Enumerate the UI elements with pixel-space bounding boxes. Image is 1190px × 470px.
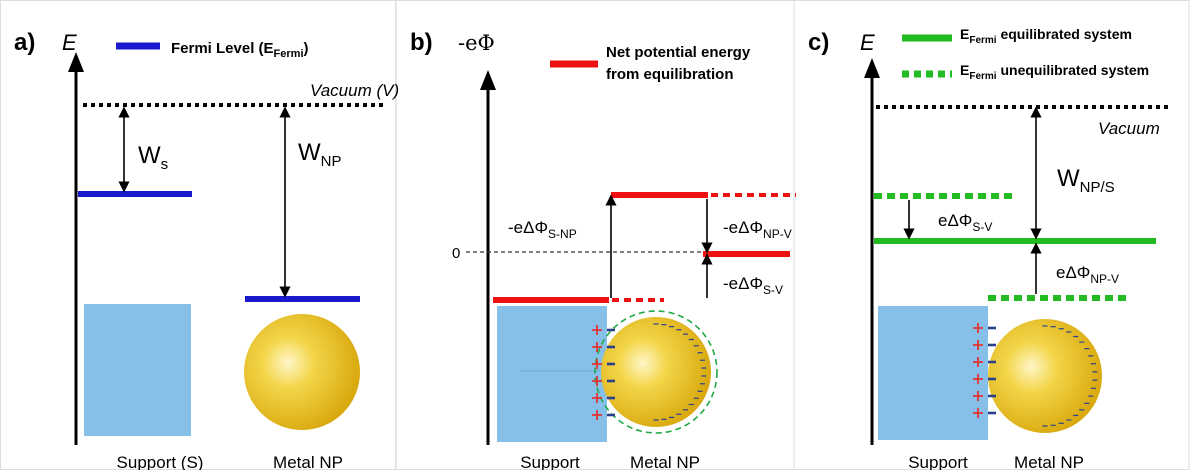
panel-a-axis-arrowhead: [68, 52, 84, 72]
panel-b-axis-label: -eΦ: [458, 31, 495, 55]
panel-c-support-label: Support: [908, 453, 968, 470]
plus-charge: [973, 357, 983, 367]
panel-b-letter: b): [410, 29, 433, 56]
panel-c-wnps-label: WNP/S: [1057, 165, 1115, 196]
panel-b-legend-line2: from equilibration: [606, 66, 734, 83]
panel-b-support-label: Support: [520, 453, 580, 470]
panel-c-sv-label: eΔΦS-V: [938, 211, 992, 234]
plus-charge: [592, 325, 602, 335]
plus-charge: [592, 410, 602, 420]
panel-b-interface-charges: [592, 323, 707, 421]
panel-a-letter: a): [14, 29, 35, 56]
panel-c-metal-label: Metal NP: [1014, 453, 1084, 470]
panel-a-axis-label: E: [62, 30, 77, 55]
panel-b-axis-arrowhead: [480, 70, 496, 90]
panel-c-axis-label: E: [860, 30, 875, 55]
panel-c-letter: c): [808, 29, 829, 56]
panel-c: c) E EFermi equilibrated system EFermi u…: [808, 26, 1172, 470]
panel-c-axis-arrowhead: [864, 58, 880, 78]
panel-c-vacuum-label: Vacuum: [1098, 119, 1160, 138]
panel-a-support-block: [84, 304, 191, 436]
plus-charge: [973, 391, 983, 401]
panel-c-metal-sphere: [988, 319, 1102, 433]
plus-charge: [592, 393, 602, 403]
panel-c-legend1: EFermi equilibrated system: [960, 26, 1132, 46]
panel-c-npv-label: eΔΦNP-V: [1056, 263, 1119, 286]
panel-a-support-label: Support (S): [117, 453, 204, 470]
panel-b-support-block: [497, 306, 607, 442]
panel-c-interface-charges: [973, 323, 1098, 427]
plus-charge: [973, 323, 983, 333]
plus-charge: [592, 359, 602, 369]
panel-a-wnp-label: WNP: [298, 139, 342, 170]
panel-c-legend2: EFermi unequilibrated system: [960, 62, 1149, 82]
panel-a-metal-label: Metal NP: [273, 453, 343, 470]
panel-a: a) E Fermi Level (EFermi) Vacuum (V) Ws …: [14, 29, 399, 470]
panel-a-vacuum-label: Vacuum (V): [310, 81, 399, 100]
panel-b-snp-label: -eΔΦS-NP: [508, 218, 577, 241]
panel-b-metal-label: Metal NP: [630, 453, 700, 470]
panel-a-ws-label: Ws: [138, 142, 168, 173]
plus-charge: [973, 340, 983, 350]
panel-b: b) -eΦ Net potential energy from equilib…: [410, 29, 796, 470]
panel-c-support-block: [878, 306, 988, 440]
panel-b-space-charge-boundary: [594, 310, 718, 434]
panel-b-metal-sphere: [601, 317, 711, 427]
panel-a-legend: Fermi Level (EFermi): [171, 40, 309, 60]
panel-b-npv-label: -eΔΦNP-V: [723, 218, 792, 241]
plus-charge: [592, 376, 602, 386]
plus-charge: [592, 342, 602, 352]
panel-b-zero-label: 0: [452, 245, 460, 262]
panel-b-legend-line1: Net potential energy: [606, 44, 751, 61]
plus-charge: [973, 374, 983, 384]
plus-charge: [973, 408, 983, 418]
panel-a-metal-sphere: [244, 314, 360, 430]
panel-b-sv-label: -eΔΦS-V: [723, 274, 783, 297]
